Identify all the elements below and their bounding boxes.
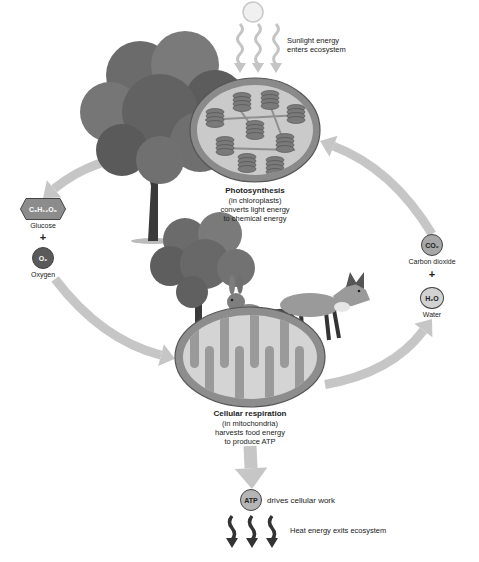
fox-body bbox=[280, 293, 340, 317]
fox-eye bbox=[358, 290, 361, 293]
rabbit-eye bbox=[231, 299, 234, 302]
chloroplast-outer bbox=[190, 78, 320, 182]
arrow-shaft bbox=[250, 446, 251, 468]
mitochondrion-node: Cellular respiration(in mitochondria) ha… bbox=[175, 303, 325, 446]
formula-text: CO₂ bbox=[425, 242, 439, 249]
chloroplast-stroma bbox=[197, 85, 313, 175]
process-title: Photosynthesis bbox=[190, 186, 320, 196]
tree-canopy bbox=[136, 136, 184, 184]
circle-shape: O₂ bbox=[32, 247, 54, 269]
hexagon bbox=[21, 199, 66, 220]
heat-wave bbox=[250, 516, 255, 540]
crista bbox=[220, 310, 229, 368]
arrow-head bbox=[414, 319, 432, 337]
sun-ray bbox=[256, 24, 261, 64]
formula-text: C₆H₁₂O₆ bbox=[29, 206, 57, 213]
process-title: Cellular respiration bbox=[175, 409, 325, 419]
tree-canopy bbox=[176, 276, 208, 308]
crista bbox=[265, 346, 274, 406]
carbon-dioxide-circle: CO₂ Carbon dioxide bbox=[400, 234, 464, 266]
arrow-head bbox=[320, 136, 337, 157]
tree-canopy bbox=[217, 249, 255, 287]
ray-head bbox=[234, 63, 246, 73]
oxygen-circle: O₂ Oxygen bbox=[13, 247, 73, 279]
arrow-head bbox=[43, 180, 61, 198]
node-caption: Water bbox=[400, 310, 464, 319]
flow-arrow bbox=[55, 279, 175, 366]
rabbit-ear bbox=[229, 275, 235, 295]
node-caption: Carbon dioxide bbox=[400, 257, 464, 266]
sun bbox=[243, 2, 263, 22]
heat-label: Heat energy exits ecosystem bbox=[290, 526, 420, 535]
crista bbox=[190, 310, 199, 368]
arrow-head bbox=[158, 344, 175, 366]
circle-shape: ATP bbox=[240, 489, 262, 511]
granum bbox=[238, 154, 256, 173]
sun-ray bbox=[238, 24, 243, 64]
water-circle: H₂O Water bbox=[400, 287, 464, 319]
sunlight-label: Sunlight energy enters ecosystem bbox=[287, 36, 349, 54]
node-caption: Glucose bbox=[13, 221, 73, 230]
ray-head bbox=[270, 63, 282, 73]
granum bbox=[216, 137, 234, 156]
heat-wave bbox=[270, 516, 275, 540]
grana bbox=[205, 91, 305, 176]
process-description: (in chloroplasts) converts light energy … bbox=[217, 196, 293, 223]
fox-ear bbox=[355, 272, 364, 289]
arrow-shaft bbox=[333, 146, 432, 234]
fox-chest bbox=[334, 302, 350, 312]
heat-head bbox=[266, 538, 278, 548]
flow-arrow bbox=[320, 136, 432, 234]
crista bbox=[235, 346, 244, 406]
fox-ear bbox=[346, 272, 357, 287]
hexagon-shape: C₆H₁₂O₆ bbox=[20, 198, 66, 220]
heat-head bbox=[246, 538, 258, 548]
mitochondrion-outer bbox=[175, 307, 325, 407]
arrow-shaft bbox=[325, 331, 423, 385]
sun-ray bbox=[274, 24, 279, 64]
crista bbox=[280, 310, 289, 368]
flow-arrow bbox=[325, 319, 432, 385]
granum bbox=[233, 93, 251, 112]
node-caption: Oxygen bbox=[13, 270, 73, 279]
crista bbox=[295, 346, 304, 406]
crista bbox=[250, 310, 259, 368]
heat-head bbox=[226, 538, 238, 548]
cristae bbox=[190, 310, 304, 406]
granum bbox=[246, 121, 264, 140]
granum bbox=[206, 109, 224, 128]
granum bbox=[261, 91, 279, 110]
atp-circle: ATP drives cellular work bbox=[240, 489, 350, 511]
glucose-hexagon: C₆H₁₂O₆ Glucose bbox=[13, 198, 73, 230]
crista bbox=[205, 346, 214, 406]
circle-shape: CO₂ bbox=[421, 234, 443, 256]
plus-sign: + bbox=[37, 231, 49, 244]
granum bbox=[276, 134, 294, 153]
arrow-head bbox=[235, 467, 267, 489]
formula-text: ATP bbox=[244, 497, 257, 504]
granum bbox=[287, 105, 305, 124]
arrow-shaft bbox=[55, 279, 161, 355]
formula-text: O₂ bbox=[39, 255, 48, 262]
node-caption: drives cellular work bbox=[267, 496, 335, 505]
plus-sign: + bbox=[426, 268, 438, 281]
rabbit-ear bbox=[237, 274, 243, 294]
formula-text: H₂O bbox=[425, 295, 439, 302]
ray-head bbox=[252, 63, 264, 73]
flow-arrow bbox=[235, 446, 267, 489]
granum bbox=[266, 157, 284, 176]
chloroplast-node: Photosynthesis(in chloroplasts) converts… bbox=[190, 74, 320, 223]
process-description: (in mitochondria) harvests food energy t… bbox=[211, 419, 289, 446]
circle-shape: H₂O bbox=[420, 287, 444, 309]
heat-wave bbox=[230, 516, 235, 540]
